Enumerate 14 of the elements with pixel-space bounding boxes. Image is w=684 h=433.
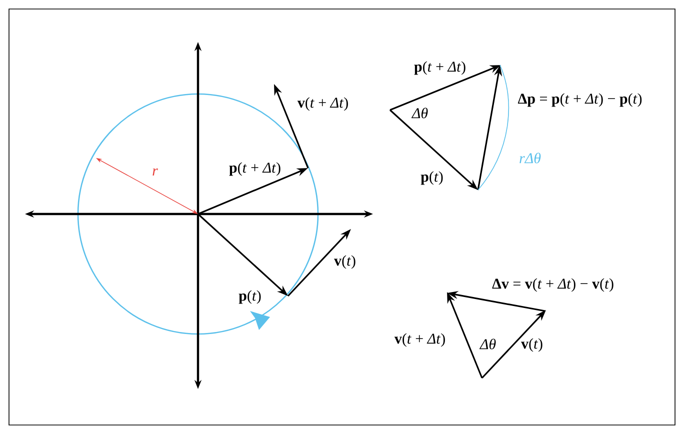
vector-label: v(t + Δt) (297, 97, 348, 111)
vector-label: v(t) (334, 255, 356, 269)
vector-label: p(t + Δt) (229, 162, 280, 176)
radius-label: r (152, 168, 158, 176)
angle-label: Δθ (479, 338, 496, 350)
vector-label: p(t) (238, 290, 261, 304)
equation-label: Δv = v(t + Δt) − v(t) (492, 278, 614, 292)
vector-label: p(t + Δt) (414, 61, 466, 75)
equation-label: Δp = p(t + Δt) − p(t) (518, 93, 642, 107)
vector-label: v(t + Δt) (394, 333, 445, 347)
vector-label: v(t) (521, 338, 542, 352)
vector-label: p(t) (420, 171, 443, 185)
arc-length-label: rΔθ (520, 152, 541, 164)
angle-label: Δθ (411, 108, 428, 118)
